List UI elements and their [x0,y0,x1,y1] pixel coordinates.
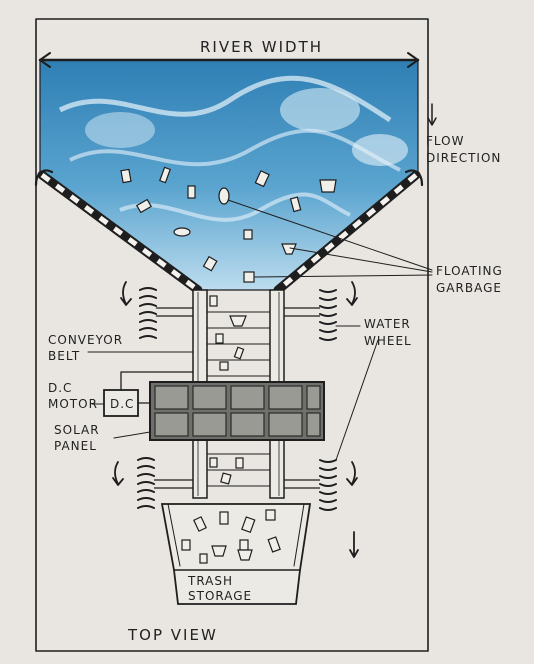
river-width-arrow [38,52,420,68]
dc-motor-box-label: D.C [110,397,134,411]
page-frame [35,18,429,652]
solar-panel-label-2: PANEL [54,439,97,453]
water-wheel-label-1: WATER [364,317,411,331]
water-wheel-label-2: WHEEL [364,334,412,348]
floating-garbage-pointers [227,199,433,278]
conveyor-belt-label-2: BELT [48,349,80,363]
water-wheel-top-right [319,289,337,341]
flow-direction-label-1: FLOW [426,134,464,148]
river [39,59,419,291]
solar-panel [149,381,325,441]
wheel-rotation-arrows [112,281,359,558]
wheel-axles [154,307,320,489]
water-wheels [137,287,337,511]
solar-panel-pointer [113,431,151,439]
water-wheel-top-left [139,287,157,339]
floating-garbage-label-2: GARBAGE [436,281,502,295]
funnel-barriers [34,169,424,295]
river-width-label: RIVER WIDTH [200,38,323,56]
trash-storage [160,503,312,605]
flow-arrow-river [427,103,437,126]
trash-storage-label-1: TRASH [187,574,233,588]
floating-garbage-river [120,166,337,283]
flow-direction-label-2: DIRECTION [426,151,501,165]
floating-garbage-label-1: FLOATING [436,264,503,278]
water-wheel-bottom-left [137,457,155,509]
trash-storage-label-2: STORAGE [188,589,252,603]
top-view-label: TOP VIEW [127,626,218,644]
conveyor-belt-label-1: CONVEYOR [48,333,123,347]
dc-motor-label-2: MOTOR [48,397,98,411]
water-wheel-bottom-right [319,459,337,511]
solar-panel-label-1: SOLAR [54,423,100,437]
dc-motor-label-1: D.C [48,381,72,395]
motor-wire-belt [120,371,194,391]
water-wheel-pointers [335,325,379,461]
